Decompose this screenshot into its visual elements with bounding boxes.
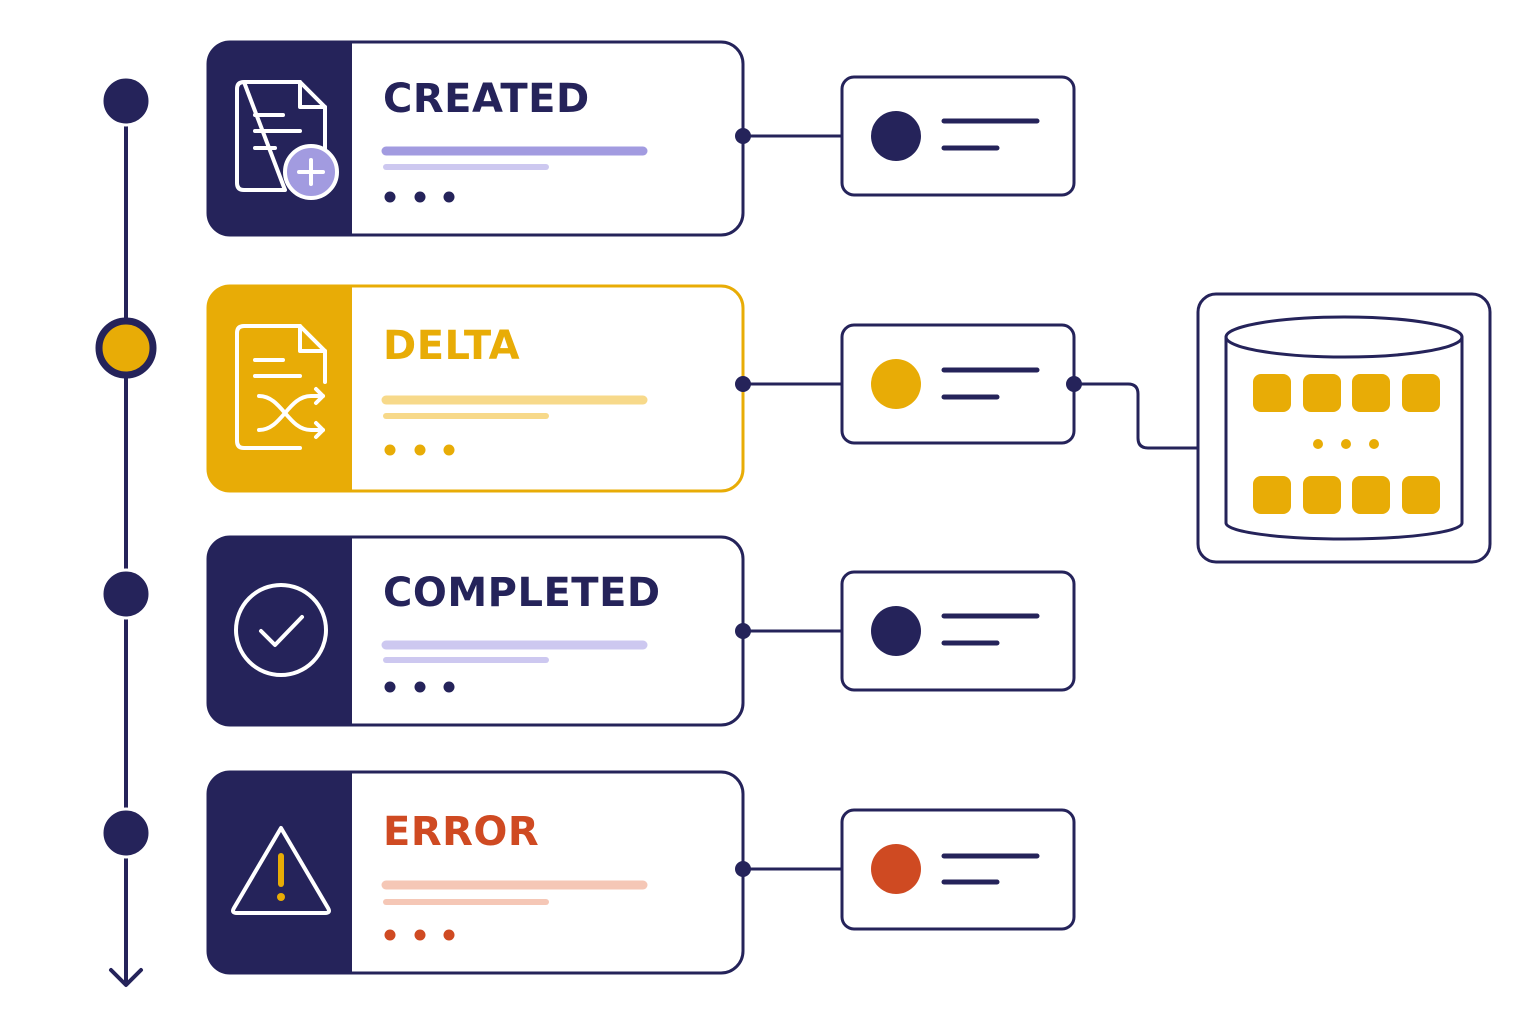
timeline-node-created (100, 75, 152, 127)
stage-card-completed: COMPLETED (206, 535, 745, 727)
connector-created (735, 128, 842, 144)
detail-card-completed[interactable] (840, 570, 1076, 692)
document-plus-icon (235, 80, 327, 192)
detail-card-delta[interactable] (840, 323, 1076, 445)
status-dot-icon (871, 111, 921, 161)
stage-title-delta: DELTA (383, 323, 520, 369)
timeline-arrow-icon (109, 968, 143, 987)
status-dot-icon (871, 844, 921, 894)
check-circle-icon (234, 583, 328, 677)
connector-completed (735, 623, 842, 639)
timeline-node-delta (95, 317, 157, 379)
more-dots-icon (1313, 439, 1379, 449)
stage-card-created: CREATED (206, 40, 745, 237)
database-icon (1224, 315, 1464, 541)
detail-card-created[interactable] (840, 75, 1076, 197)
connector-error (735, 861, 842, 877)
more-dots-icon[interactable] (384, 444, 455, 456)
stage-title-created: CREATED (383, 76, 590, 122)
timeline-node-completed (100, 568, 152, 620)
stage-title-completed: COMPLETED (383, 570, 661, 616)
stage-card-delta: DELTA (206, 284, 745, 493)
data-block-row (1253, 374, 1440, 412)
data-block-row (1253, 476, 1440, 514)
detail-card-error[interactable] (840, 808, 1076, 931)
status-dot-icon (871, 606, 921, 656)
more-dots-icon[interactable] (384, 191, 455, 203)
document-shuffle-icon (235, 324, 327, 450)
database-card[interactable] (1196, 292, 1492, 564)
status-dot-icon (871, 359, 921, 409)
more-dots-icon[interactable] (384, 681, 455, 693)
connector-database (1066, 376, 1198, 450)
stage-card-created-icon-panel (208, 42, 352, 235)
timeline-node-error (100, 807, 152, 859)
connector-delta (735, 376, 842, 392)
stage-card-delta-icon-panel (208, 286, 352, 491)
stage-card-error: ERROR (206, 770, 745, 975)
timeline (95, 75, 157, 987)
stage-card-completed-icon-panel (208, 537, 352, 725)
warning-triangle-icon (231, 826, 331, 915)
more-dots-icon[interactable] (384, 929, 455, 941)
stage-title-error: ERROR (383, 809, 539, 855)
